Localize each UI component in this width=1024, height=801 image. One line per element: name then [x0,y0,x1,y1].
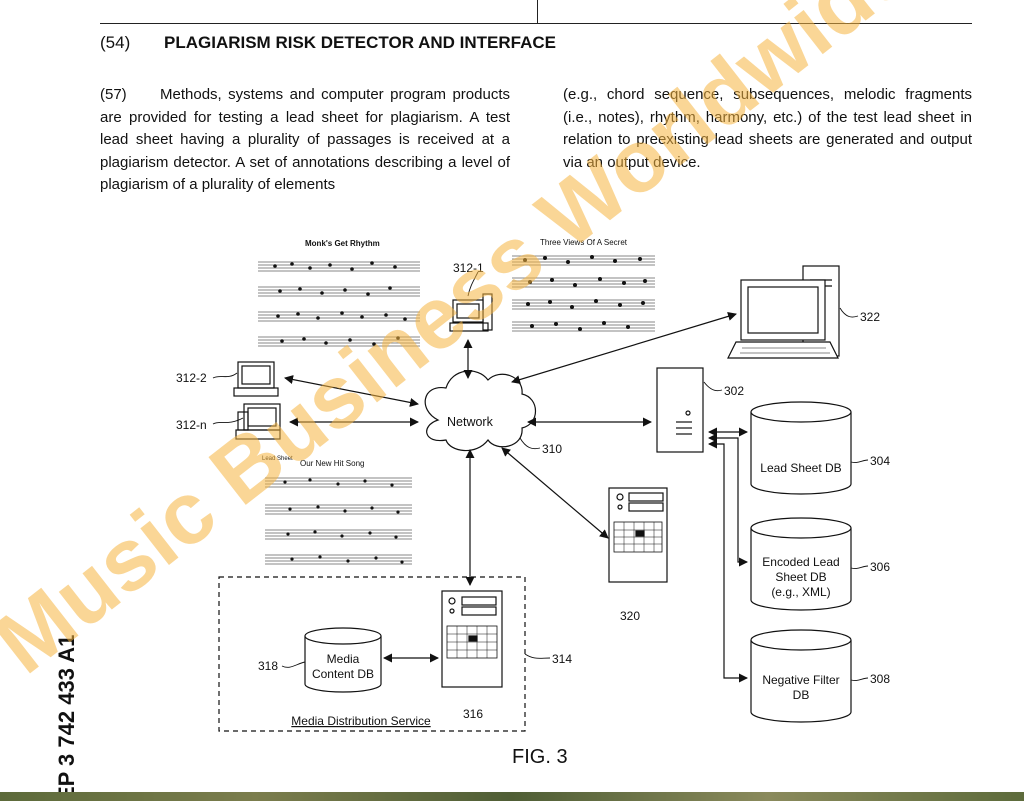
ref-316: 316 [463,707,483,721]
encoded-lead-sheet-db-icon [750,517,852,611]
encoded-db-label-line3: (e.g., XML) [771,585,830,599]
bottom-background-strip [0,792,1024,801]
media-content-db-icon [304,627,382,693]
ref-314: 314 [552,652,572,666]
computer-312-2-icon [233,361,279,397]
figure-caption: FIG. 3 [512,746,568,768]
patent-title: PLAGIARISM RISK DETECTOR AND INTERFACE [164,33,556,52]
negative-db-label-line1: Negative Filter [762,673,839,687]
lead-sheet-db-icon [750,401,852,495]
ref-320: 320 [620,609,640,623]
computer-322-icon [727,265,840,359]
ref-304: 304 [870,454,890,468]
negative-db-label-line2: DB [793,688,810,702]
network-cloud-icon [424,370,537,452]
header-rule [100,23,972,24]
computer-312-n-icon [235,403,281,440]
media-db-label-line1: Media [327,652,360,666]
connection-arrows [284,312,748,683]
encoded-db-label-line1: Encoded Lead [762,555,839,569]
lead-sheet-db-label: Lead Sheet DB [760,461,841,475]
media-service-label: Media Distribution Service [291,714,431,728]
abstract-text-left: Methods, systems and computer program pr… [100,86,510,193]
abstract-right-column: (e.g., chord sequence, subsequences, mel… [563,84,972,174]
ref-312-n: 312-n [176,418,207,432]
kiosk-316-icon [441,590,503,688]
ref-322: 322 [860,310,880,324]
ref-312-1: 312-1 [453,261,484,275]
sheet1-title: Monk's Get Rhythm [305,239,380,248]
network-label: Network [447,415,494,429]
title-code: (54) [100,33,131,52]
ref-310: 310 [542,442,562,456]
server-302-icon [656,367,704,453]
reference-leaders [212,271,869,681]
sheet3-title: Our New Hit Song [300,459,364,468]
abstract-text-right: (e.g., chord sequence, subsequences, mel… [563,86,972,171]
sheet2-title: Three Views Of A Secret [540,238,628,247]
computer-312-1-icon [449,293,493,332]
header-divider-tick [537,0,538,23]
ref-318: 318 [258,659,278,673]
abstract-left-column: (57)Methods, systems and computer progra… [100,84,510,197]
ref-308: 308 [870,672,890,686]
abstract-code: (57) [100,86,127,103]
sheet-music-three-views: Three Views Of A Secret [512,238,655,332]
media-db-label-line2: Content DB [312,667,374,681]
ref-312-2: 312-2 [176,371,207,385]
negative-filter-db-icon [750,629,852,723]
sheet3-label: Lead Sheet [262,456,293,462]
kiosk-320-icon [608,487,668,583]
sheet-music-monks-get-rhythm: Monk's Get Rhythm [258,239,420,347]
ref-302: 302 [724,384,744,398]
sheet-music-our-new-hit-song: Lead Sheet Our New Hit Song [262,456,412,565]
ref-306: 306 [870,560,890,574]
patent-title-line: (54) PLAGIARISM RISK DETECTOR AND INTERFA… [100,33,556,53]
encoded-db-label-line2: Sheet DB [775,570,826,584]
